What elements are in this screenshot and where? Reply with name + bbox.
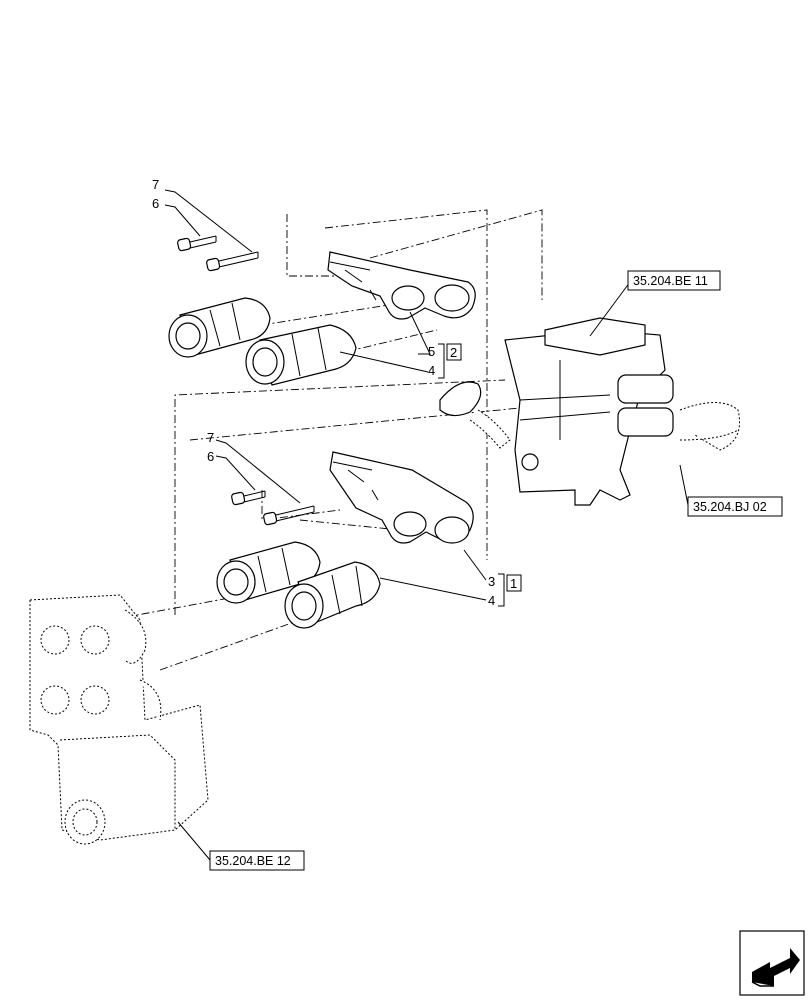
upper-bolt-short (177, 235, 217, 252)
upper-group-tag-box (446, 343, 462, 361)
upper-bolt-long (206, 251, 259, 272)
callout-upper-group-a: 5 (428, 344, 435, 359)
next-page-arrow-icon[interactable] (739, 930, 805, 996)
upper-bracket (327, 251, 476, 320)
ref-valve-bottom-label: 35.204.BE 12 (215, 854, 291, 868)
callout-lower-bolt-long: 7 (207, 430, 214, 445)
ref-valve-fitting[interactable]: 35.204.BJ 02 (687, 496, 783, 517)
control-valve-upper (504, 317, 740, 506)
callout-upper-group-b: 4 (428, 363, 435, 378)
ref-valve-top[interactable]: 35.204.BE 11 (627, 270, 721, 291)
lower-bolt-long (263, 505, 315, 526)
lever-knob (439, 381, 511, 449)
callout-lower-group-a: 3 (488, 574, 495, 589)
ref-valve-top-label: 35.204.BE 11 (633, 274, 708, 288)
lower-group-tag-box (506, 574, 522, 592)
ref-valve-fitting-label: 35.204.BJ 02 (693, 500, 767, 514)
callout-upper-bolt-short: 6 (152, 196, 159, 211)
control-valve-lower (29, 594, 209, 845)
callout-lower-group-tag: 1 (510, 576, 517, 591)
upper-coupler-female (168, 297, 271, 358)
callout-upper-group-tag: 2 (450, 345, 457, 360)
lower-bolt-short (231, 490, 266, 506)
callout-upper-bolt-long: 7 (152, 177, 159, 192)
lower-group-bracket (498, 573, 505, 607)
callout-lower-group-b: 4 (488, 593, 495, 608)
lower-coupler-male (284, 561, 381, 629)
callout-lower-bolt-short: 6 (207, 449, 214, 464)
upper-group-bracket (438, 343, 445, 379)
ref-valve-bottom[interactable]: 35.204.BE 12 (209, 850, 305, 871)
lower-coupler-female (216, 541, 321, 604)
upper-coupler-male (245, 324, 357, 386)
leader-lines (164, 189, 689, 861)
lower-bracket (329, 451, 474, 544)
